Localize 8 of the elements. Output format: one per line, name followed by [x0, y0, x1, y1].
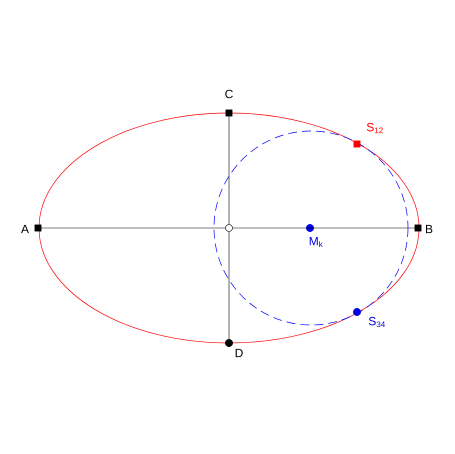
point-label: S$_{34}$ — [368, 316, 385, 328]
point-label: B — [426, 224, 432, 234]
point-label: S$_{12}$ — [366, 122, 383, 134]
point-label: M$_{k}$ — [310, 236, 323, 248]
point-label: D — [236, 348, 243, 358]
point-label: C — [225, 90, 233, 98]
point-label: A — [21, 224, 29, 234]
line — [228, 116, 230, 340]
